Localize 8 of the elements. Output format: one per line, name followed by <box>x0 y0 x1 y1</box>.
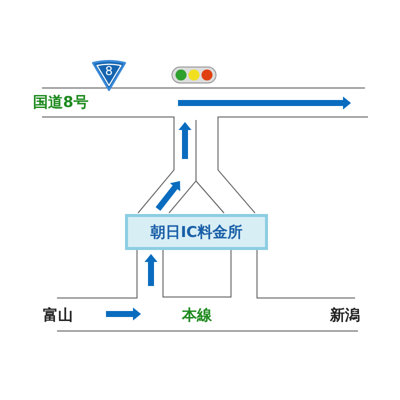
road-name: 国道8号 <box>33 95 88 110</box>
place-name: 富山 <box>43 308 73 323</box>
place-name: 新潟 <box>330 308 360 323</box>
toll-booth-name: 朝日IC料金所 <box>150 222 242 242</box>
toll-booth-box <box>125 214 268 250</box>
route-shield <box>90 60 128 92</box>
route-number: 8 <box>105 64 113 78</box>
road-name: 本線 <box>182 308 212 323</box>
